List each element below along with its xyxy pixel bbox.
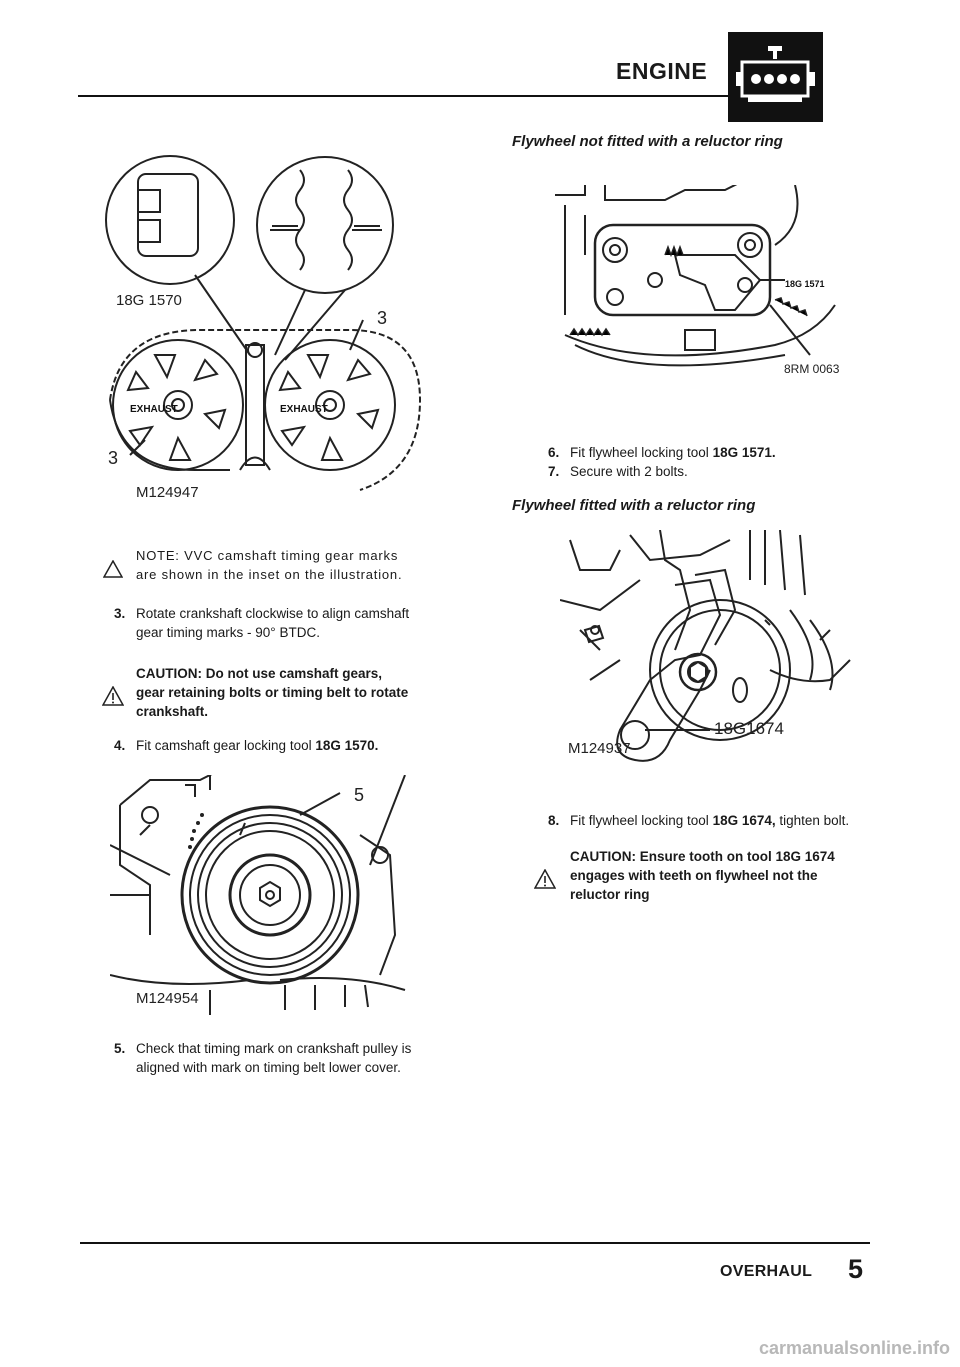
figure-reference: M124937 xyxy=(568,740,631,757)
step-5: 5.Check that timing mark on crankshaft p… xyxy=(114,1041,412,1075)
header-rule xyxy=(78,95,728,97)
step-4: 4.Fit camshaft gear locking tool 18G 157… xyxy=(114,738,379,753)
footer-rule xyxy=(80,1242,870,1244)
subheading-no-reluctor: Flywheel not fitted with a reluctor ring xyxy=(512,133,783,150)
figure-reference: M124954 xyxy=(136,990,199,1007)
page-number: 5 xyxy=(848,1254,864,1284)
caution-text: CAUTION: Ensure tooth on tool 18G 1674 e… xyxy=(570,849,835,902)
svg-text:EXHAUST: EXHAUST xyxy=(280,404,328,415)
flywheel-reluctor-tool-illustration xyxy=(559,529,860,765)
figure-tool-label: 18G 1570 xyxy=(116,292,182,309)
note-text: NOTE: VVC camshaft timing gear marks are… xyxy=(136,548,403,582)
engine-icon xyxy=(728,32,823,122)
figure-tool-label: 18G 1571 xyxy=(785,279,825,289)
figure-callout: 3 xyxy=(108,448,119,468)
figure-reference: M124947 xyxy=(136,484,199,501)
footer-section: OVERHAUL xyxy=(720,1263,813,1280)
note-triangle-icon xyxy=(103,560,123,578)
section-title: ENGINE xyxy=(616,58,708,84)
caution-text: CAUTION: Do not use camshaft gears, gear… xyxy=(136,666,409,719)
camshaft-gear-illustration: EXHAUST EXHAUST xyxy=(100,150,430,510)
caution-triangle-icon xyxy=(102,686,124,706)
caution-triangle-icon xyxy=(534,869,556,889)
figure-callout: 3 xyxy=(377,308,388,328)
step-8: 8.Fit flywheel locking tool 18G 1674, ti… xyxy=(548,813,850,828)
flywheel-locking-tool-illustration xyxy=(545,179,845,380)
step-3: 3.Rotate crankshaft clockwise to align c… xyxy=(114,606,410,640)
figure-reference: 8RM 0063 xyxy=(784,362,840,376)
subheading-with-reluctor: Flywheel fitted with a reluctor ring xyxy=(512,497,756,514)
step-6: 6.Fit flywheel locking tool 18G 1571. xyxy=(548,445,776,460)
svg-text:EXHAUST: EXHAUST xyxy=(130,404,178,415)
crankshaft-pulley-illustration xyxy=(109,769,420,1015)
step-7: 7.Secure with 2 bolts. xyxy=(548,464,688,479)
figure-callout: 5 xyxy=(354,785,365,805)
watermark: carmanualsonline.info xyxy=(758,1338,950,1358)
figure-tool-label: 18G1674 xyxy=(714,719,784,738)
